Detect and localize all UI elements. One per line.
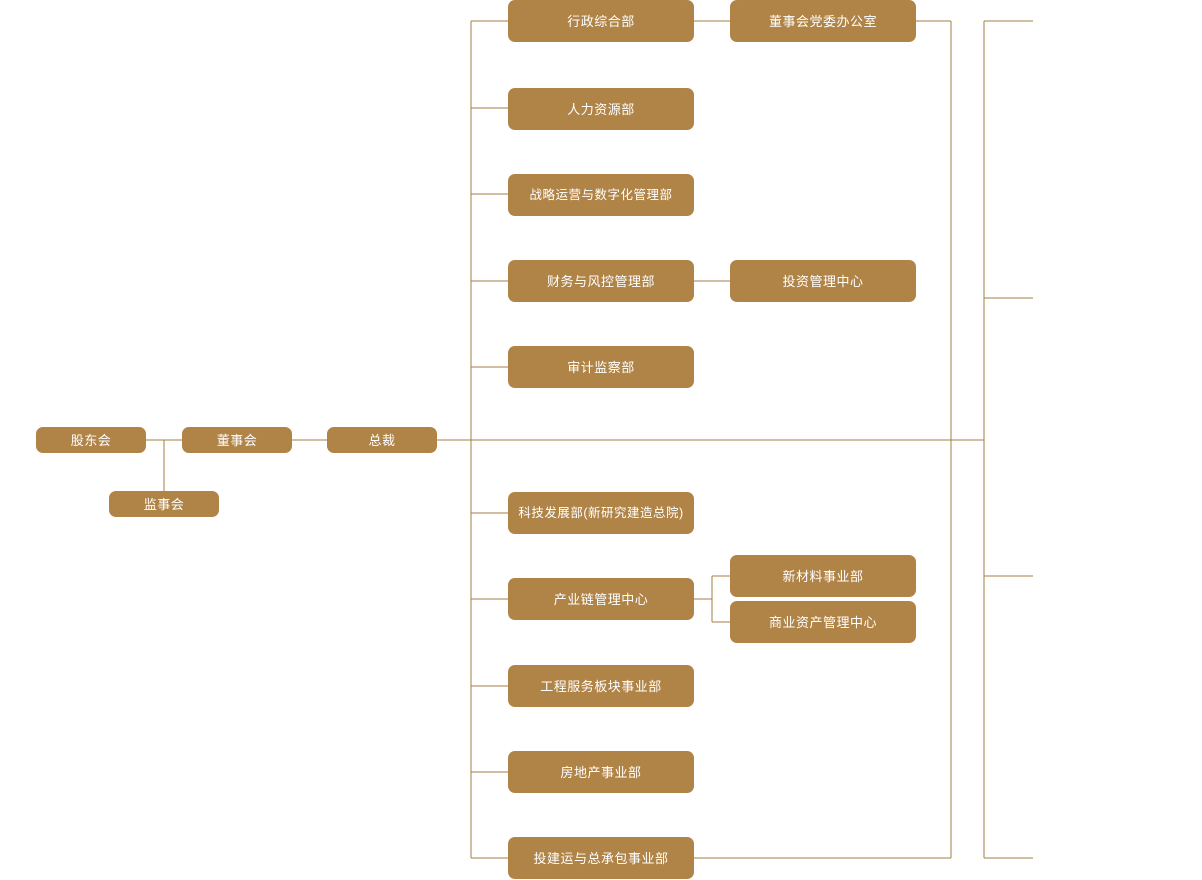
node-label-strategy-ops-digital-dept: 战略运营与数字化管理部 xyxy=(529,187,673,202)
node-label-investment-mgmt-center: 投资管理中心 xyxy=(782,273,864,289)
node-board-of-directors[interactable]: 董事会 xyxy=(182,427,292,453)
node-strategy-ops-digital-dept[interactable]: 战略运营与数字化管理部 xyxy=(508,174,694,216)
node-industry-chain-center[interactable]: 产业链管理中心 xyxy=(508,578,694,620)
node-label-audit-supervision-dept: 审计监察部 xyxy=(567,359,635,375)
node-label-board-of-supervisors: 监事会 xyxy=(143,496,185,512)
node-label-finance-risk-dept: 财务与风控管理部 xyxy=(546,273,655,289)
node-label-tech-development-dept: 科技发展部(新研究建造总院) xyxy=(518,505,684,520)
node-label-admin-general-dept: 行政综合部 xyxy=(567,13,635,29)
node-invest-build-operate-epc-division[interactable]: 投建运与总承包事业部 xyxy=(508,837,694,879)
node-real-estate-division[interactable]: 房地产事业部 xyxy=(508,751,694,793)
node-finance-risk-dept[interactable]: 财务与风控管理部 xyxy=(508,260,694,302)
node-label-president: 总裁 xyxy=(368,432,396,448)
node-label-commercial-asset-center: 商业资产管理中心 xyxy=(768,614,877,630)
node-label-invest-build-operate-epc-division: 投建运与总承包事业部 xyxy=(533,850,669,866)
node-engineering-services-division[interactable]: 工程服务板块事业部 xyxy=(508,665,694,707)
node-label-shareholders-meeting: 股东会 xyxy=(70,432,112,448)
node-tech-development-dept[interactable]: 科技发展部(新研究建造总院) xyxy=(508,492,694,534)
node-admin-general-dept[interactable]: 行政综合部 xyxy=(508,0,694,42)
node-label-industry-chain-center: 产业链管理中心 xyxy=(553,591,649,607)
node-commercial-asset-center[interactable]: 商业资产管理中心 xyxy=(730,601,916,643)
node-label-real-estate-division: 房地产事业部 xyxy=(560,764,642,780)
node-label-engineering-services-division: 工程服务板块事业部 xyxy=(540,678,662,694)
node-human-resources-dept[interactable]: 人力资源部 xyxy=(508,88,694,130)
node-board-party-office[interactable]: 董事会党委办公室 xyxy=(730,0,916,42)
node-shareholders-meeting[interactable]: 股东会 xyxy=(36,427,146,453)
node-new-materials-division[interactable]: 新材料事业部 xyxy=(730,555,916,597)
node-label-board-of-directors: 董事会 xyxy=(216,432,258,448)
node-board-of-supervisors[interactable]: 监事会 xyxy=(109,491,219,517)
node-label-board-party-office: 董事会党委办公室 xyxy=(768,13,877,29)
node-label-human-resources-dept: 人力资源部 xyxy=(567,101,635,117)
node-president[interactable]: 总裁 xyxy=(327,427,437,453)
node-label-new-materials-division: 新材料事业部 xyxy=(782,568,864,584)
node-audit-supervision-dept[interactable]: 审计监察部 xyxy=(508,346,694,388)
node-investment-mgmt-center[interactable]: 投资管理中心 xyxy=(730,260,916,302)
